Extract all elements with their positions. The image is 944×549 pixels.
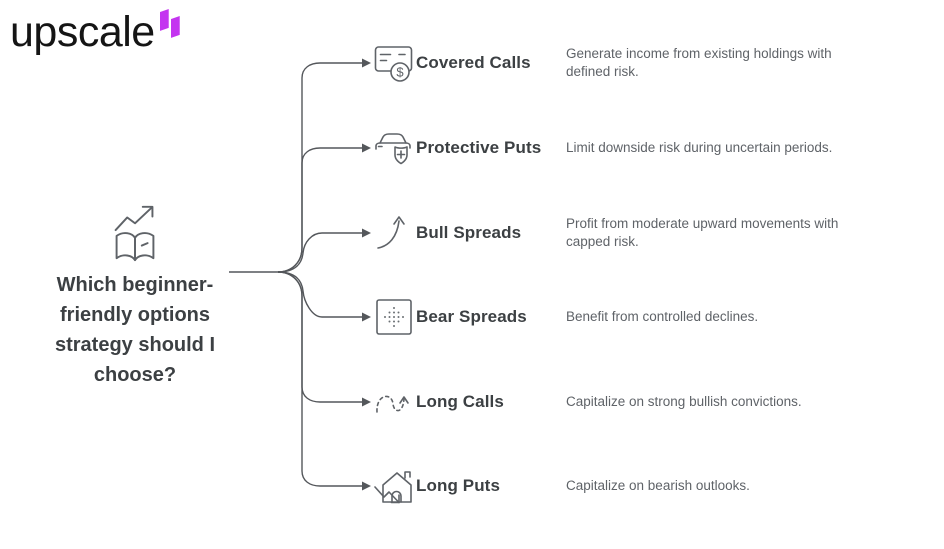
- dotted-grid-square-icon: [372, 297, 416, 337]
- logo: upscale: [10, 8, 183, 56]
- branch-protective-puts: Protective Puts Limit downside risk duri…: [372, 127, 851, 169]
- branch-description: Benefit from controlled declines.: [566, 309, 759, 324]
- credit-card-dollar-icon: $: [372, 41, 416, 85]
- branch-description: Profit from moderate upward movements wi…: [566, 216, 839, 249]
- branch-description: Generate income from existing holdings w…: [566, 46, 832, 79]
- branch-title: Long Puts: [416, 476, 500, 495]
- logo-mark-icon: [157, 9, 183, 43]
- car-shield-plus-icon: [372, 127, 416, 169]
- logo-text: upscale: [10, 8, 155, 56]
- house-down-arrow-icon: [372, 464, 416, 508]
- branch-long-calls: Long Calls Capitalize on strong bullish …: [372, 385, 851, 419]
- branch-title: Bear Spreads: [416, 307, 527, 326]
- branch-title: Covered Calls: [416, 53, 531, 72]
- branch-bear-spreads: Bear Spreads Benefit from controlled dec…: [372, 297, 851, 337]
- branch-covered-calls: $ Covered Calls Generate income from exi…: [372, 41, 851, 85]
- dashed-winding-path-up-arrow-icon: [372, 385, 416, 419]
- center-node: Which beginner-friendly options strategy…: [25, 200, 245, 390]
- branch-description: Capitalize on strong bullish convictions…: [566, 394, 802, 409]
- branch-title: Long Calls: [416, 392, 504, 411]
- branch-title: Bull Spreads: [416, 223, 522, 242]
- branch-title: Protective Puts: [416, 138, 542, 157]
- branch-bull-spreads: Bull Spreads Profit from moderate upward…: [372, 213, 851, 253]
- branch-description: Limit downside risk during uncertain per…: [566, 140, 833, 155]
- open-book-trend-arrow-icon: [114, 205, 155, 262]
- branch-long-puts: Long Puts Capitalize on bearish outlooks…: [372, 464, 851, 508]
- curved-up-arrow-icon: [372, 213, 416, 253]
- center-question: Which beginner-friendly options strategy…: [54, 274, 216, 386]
- svg-text:$: $: [396, 65, 404, 80]
- branch-description: Capitalize on bearish outlooks.: [566, 478, 750, 493]
